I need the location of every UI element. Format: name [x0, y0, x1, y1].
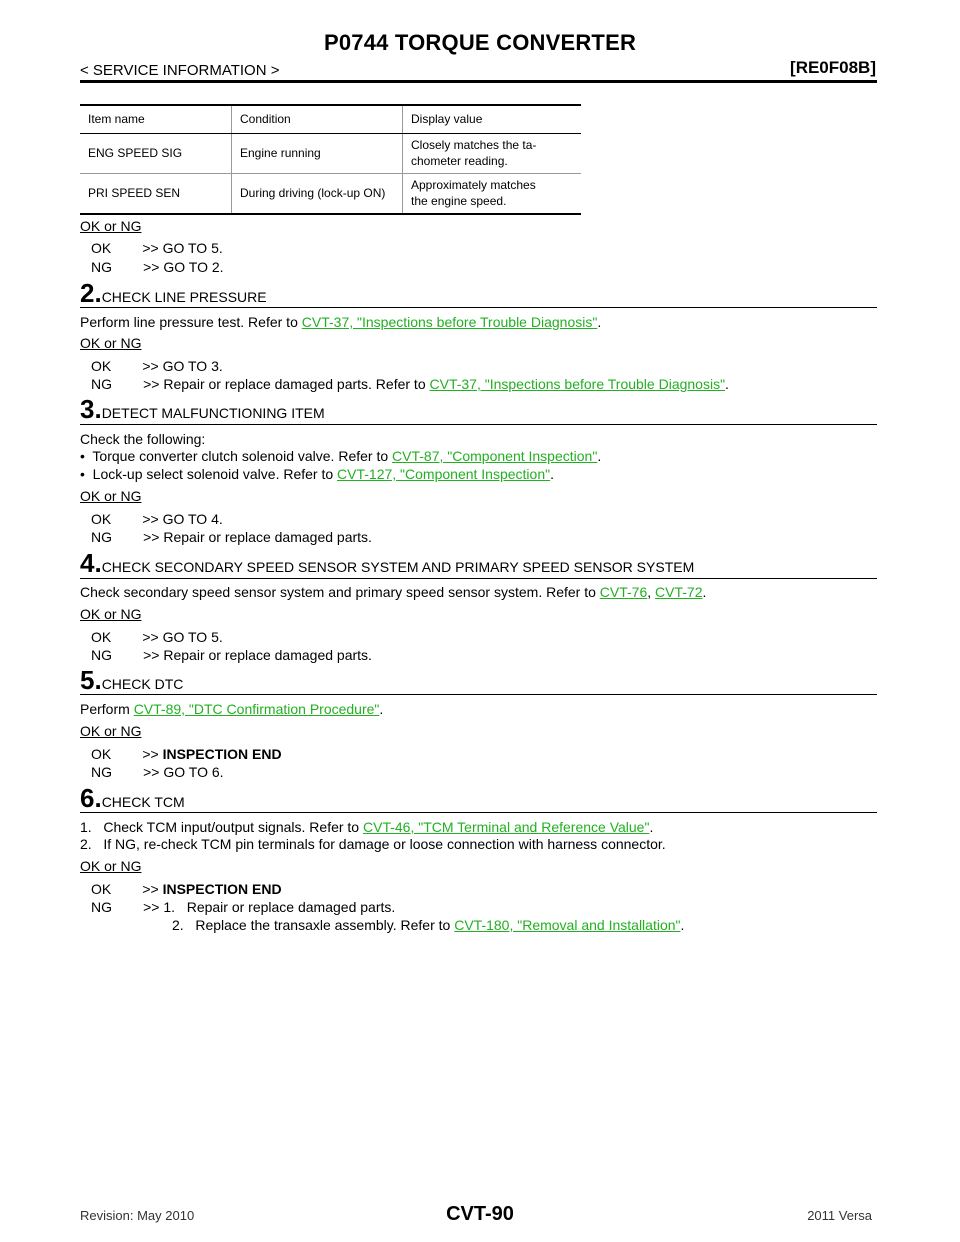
reference-link[interactable]: CVT-37, "Inspections before Trouble Diag…	[301, 314, 598, 330]
value-line: Approximately matches	[411, 178, 536, 192]
ng-result: NG >> GO TO 2.	[91, 259, 224, 275]
ok-or-ng-label: OK or NG	[80, 723, 142, 739]
ng-result: NG >> GO TO 6.	[91, 764, 224, 780]
step-rule	[80, 307, 877, 308]
step-title: DETECT MALFUNCTIONING ITEM	[101, 405, 325, 421]
vehicle-model: 2011 Versa	[807, 1208, 872, 1223]
step-heading: 3.DETECT MALFUNCTIONING ITEM	[80, 394, 325, 425]
model-code: [RE0F08B]	[790, 58, 876, 77]
reference-link[interactable]: CVT-76	[599, 584, 648, 600]
ok-or-ng-label: OK or NG	[80, 335, 142, 351]
step-number: 3.	[80, 394, 102, 424]
ng-result: NG >> Repair or replace damaged parts.	[91, 647, 372, 663]
instruction-text: Perform line pressure test. Refer to CVT…	[80, 314, 602, 330]
ok-result: OK >> GO TO 5.	[91, 629, 223, 645]
step-title: CHECK DTC	[101, 676, 184, 692]
step-rule	[80, 578, 877, 579]
table-cell-value: Approximately matches the engine speed.	[402, 173, 581, 215]
ok-result: OK >> GO TO 4.	[91, 511, 223, 527]
ng-result-substep: 2. Replace the transaxle assembly. Refer…	[172, 917, 685, 933]
ok-text: OK >>	[91, 746, 163, 762]
instruction-text: Check the following:	[80, 431, 206, 447]
revision-date: Revision: May 2010	[80, 1208, 195, 1223]
step-title: CHECK TCM	[101, 794, 185, 810]
table-header-cell: Condition	[231, 104, 403, 134]
ok-or-ng-label: OK or NG	[80, 858, 142, 874]
step-heading: 6.CHECK TCM	[80, 783, 185, 814]
ng-text: 2. Replace the transaxle assembly. Refer…	[172, 917, 455, 933]
ok-result: OK >> GO TO 5.	[91, 240, 223, 256]
reference-link[interactable]: CVT-37, "Inspections before Trouble Diag…	[429, 376, 726, 392]
step-title: CHECK LINE PRESSURE	[101, 289, 267, 305]
table-header-row: Item name Condition Display value	[80, 104, 581, 134]
step-title: CHECK SECONDARY SPEED SENSOR SYSTEM AND …	[101, 559, 695, 575]
step-rule	[80, 694, 877, 695]
ok-result: OK >> INSPECTION END	[91, 745, 282, 763]
ok-or-ng-label: OK or NG	[80, 488, 142, 504]
page-title: P0744 TORQUE CONVERTER	[323, 30, 637, 55]
ok-or-ng-label: OK or NG	[80, 606, 142, 622]
item-text: 1. Check TCM input/output signals. Refer…	[80, 819, 363, 835]
table-cell-condition: Engine running	[231, 133, 403, 174]
reference-link[interactable]: CVT-46, "TCM Terminal and Reference Valu…	[363, 819, 650, 835]
table-cell-item: ENG SPEED SIG	[80, 133, 232, 174]
value-line: chometer reading.	[411, 154, 508, 168]
ng-result: NG >> Repair or replace damaged parts. R…	[91, 376, 729, 392]
table-cell-item: PRI SPEED SEN	[80, 173, 232, 215]
page-number: CVT-90	[446, 1203, 514, 1225]
step-number: 2.	[80, 278, 102, 308]
step-rule	[80, 812, 877, 813]
ok-result: OK >> GO TO 3.	[91, 358, 223, 374]
bullet-item: • Lock-up select solenoid valve. Refer t…	[80, 466, 554, 482]
numbered-item: 1. Check TCM input/output signals. Refer…	[80, 819, 654, 835]
instruction: Perform	[80, 701, 134, 717]
ng-result: NG >> 1. Repair or replace damaged parts…	[91, 899, 396, 915]
step-number: 5.	[80, 665, 102, 695]
inspection-end: INSPECTION END	[162, 881, 282, 897]
reference-link[interactable]: CVT-87, "Component Inspection"	[392, 448, 598, 464]
table-cell-value: Closely matches the ta-chometer reading.	[402, 133, 581, 174]
numbered-item: 2. If NG, re-check TCM pin terminals for…	[80, 836, 666, 852]
header-rule	[80, 80, 877, 83]
step-heading: 4.CHECK SECONDARY SPEED SENSOR SYSTEM AN…	[80, 548, 694, 579]
table-header-cell: Display value	[402, 104, 581, 134]
reference-link[interactable]: CVT-72	[655, 584, 703, 600]
inspection-end: INSPECTION END	[162, 746, 282, 762]
bullet-text: • Lock-up select solenoid valve. Refer t…	[80, 466, 338, 482]
step-heading: 5.CHECK DTC	[80, 665, 183, 696]
step-heading: 2.CHECK LINE PRESSURE	[80, 278, 267, 309]
step-rule	[80, 424, 877, 425]
bullet-item: • Torque converter clutch solenoid valve…	[80, 448, 602, 464]
value-line: the engine speed.	[411, 194, 507, 208]
instruction-text: Perform CVT-89, "DTC Confirmation Proced…	[80, 701, 384, 717]
bullet-text: • Torque converter clutch solenoid valve…	[80, 448, 393, 464]
value-line: Closely matches the ta-	[411, 138, 537, 152]
step-number: 6.	[80, 783, 102, 813]
ok-or-ng-label: OK or NG	[80, 218, 142, 234]
instruction-text: Check secondary speed sensor system and …	[80, 584, 707, 600]
reference-link[interactable]: CVT-127, "Component Inspection"	[337, 466, 551, 482]
reference-link[interactable]: CVT-89, "DTC Confirmation Procedure"	[133, 701, 380, 717]
table-header-cell: Item name	[80, 104, 232, 134]
ng-result: NG >> Repair or replace damaged parts.	[91, 529, 372, 545]
table-row: ENG SPEED SIG Engine running Closely mat…	[80, 133, 581, 174]
ok-text: OK >>	[91, 881, 163, 897]
reference-link[interactable]: CVT-180, "Removal and Installation"	[454, 917, 681, 933]
instruction: Perform line pressure test. Refer to	[80, 314, 302, 330]
ok-result: OK >> INSPECTION END	[91, 880, 282, 898]
step-number: 4.	[80, 548, 102, 578]
section-label: < SERVICE INFORMATION >	[80, 62, 280, 79]
table-cell-condition: During driving (lock-up ON)	[231, 173, 403, 215]
data-monitor-table: Item name Condition Display value ENG SP…	[80, 104, 581, 215]
instruction: Check secondary speed sensor system and …	[80, 584, 600, 600]
table-row: PRI SPEED SEN During driving (lock-up ON…	[80, 173, 581, 215]
ng-text: NG >> Repair or replace damaged parts. R…	[91, 376, 430, 392]
